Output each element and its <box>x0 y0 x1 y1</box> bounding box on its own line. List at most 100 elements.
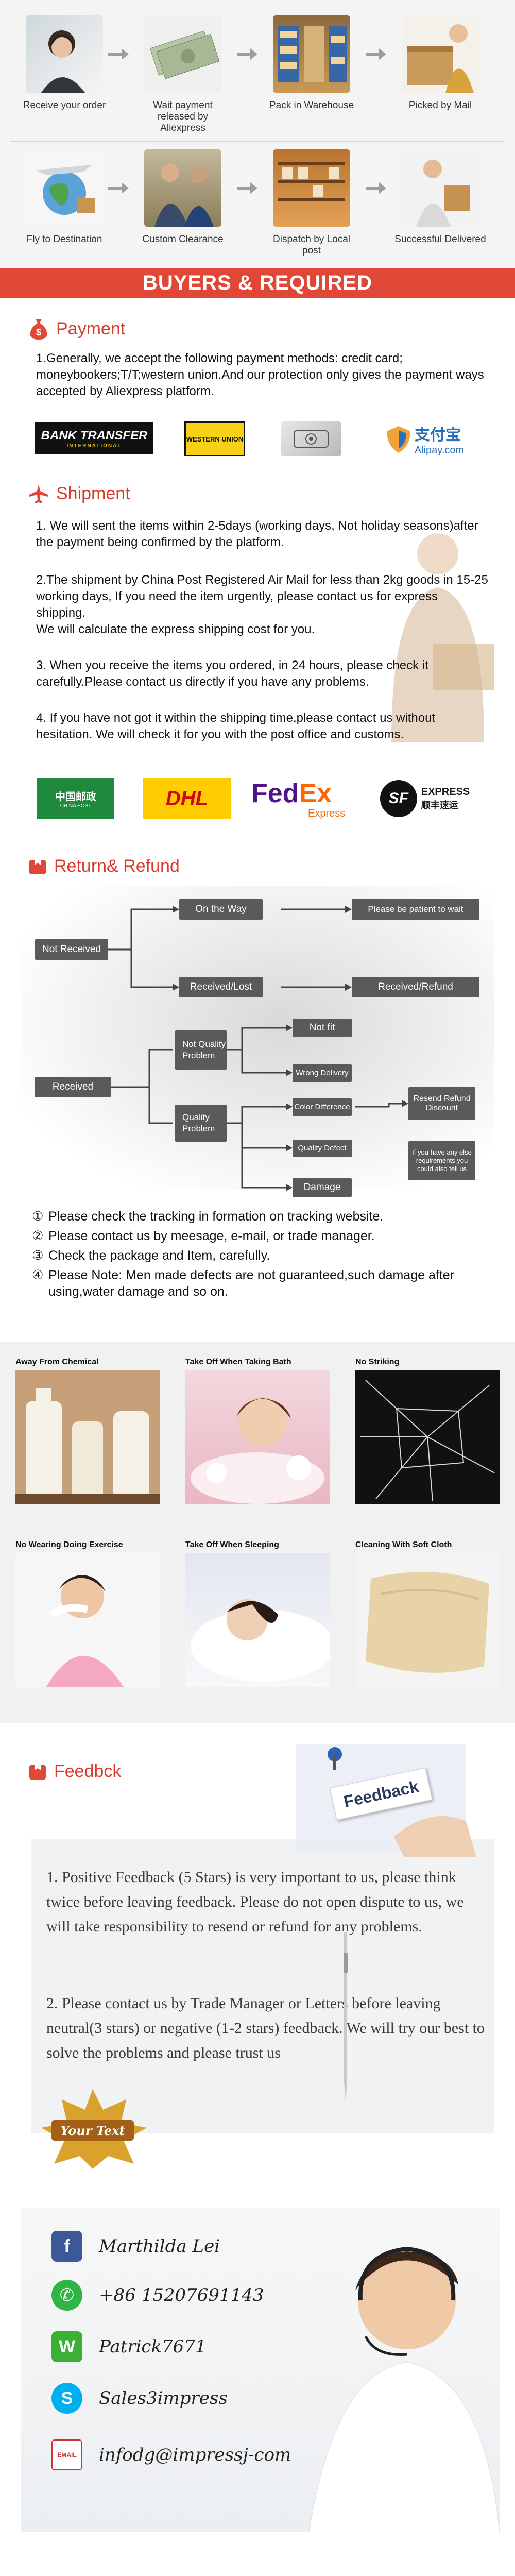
exercise-photo <box>15 1553 160 1687</box>
care-away-chemical: Away From Chemical <box>15 1358 160 1504</box>
step-pack-warehouse: Pack in Warehouse <box>263 15 360 111</box>
delivery-photo <box>402 149 479 227</box>
money-bag-icon: $ <box>30 319 47 340</box>
postman-photo <box>402 15 479 93</box>
contact-card: f Marthilda Lei ✆ +86 15207691143 W Patr… <box>21 2208 500 2532</box>
note-number: ④ <box>32 1268 44 1282</box>
process-steps: Receive your order Wait payment released… <box>0 0 515 273</box>
china-post-en: CHINA POST <box>60 803 92 809</box>
bank-transfer-sub: INTERNATIONAL <box>66 443 122 449</box>
node-color-difference: Color Difference <box>293 1098 352 1116</box>
delivery-man-figure <box>391 533 494 742</box>
money-bag-symbol: $ <box>36 327 41 337</box>
sf-express-logo: SF EXPRESS 顺丰速运 <box>373 778 476 819</box>
your-text-seal: Your Text <box>31 2084 154 2172</box>
care-soft-cloth: Cleaning With Soft Cloth <box>355 1540 500 1687</box>
broken-glass-photo <box>355 1370 500 1504</box>
node-quality-defect: Quality Defect <box>293 1140 352 1157</box>
payment-title: Payment <box>56 318 126 338</box>
node-not-fit: Not fit <box>293 1019 352 1037</box>
step-receive-order: Receive your order <box>15 15 113 111</box>
note-text: Please check the tracking in formation o… <box>48 1209 384 1224</box>
shipment-p3: 3. When you receive the items you ordere… <box>36 658 428 689</box>
node-other-requirements: If you have any else requirements you co… <box>408 1141 475 1180</box>
note-number: ③ <box>32 1248 44 1263</box>
feedback-title: Feedbck <box>54 1761 122 1781</box>
process-divider <box>10 141 505 142</box>
refund-heading: Return& Refund <box>28 854 180 878</box>
bank-transfer-main: BANK TRANSFER <box>41 428 148 443</box>
whatsapp-icon: ✆ <box>52 2280 82 2311</box>
fedex-ex: Ex <box>299 778 332 808</box>
contact-email: infodg@impressj-com <box>99 2445 291 2465</box>
node-resend-refund-discount: Resend Refund Discount <box>408 1087 475 1120</box>
skype-icon: S <box>52 2383 82 2414</box>
node-damage: Damage <box>293 1178 352 1197</box>
step-label: Picked by Mail <box>408 100 472 111</box>
alipay-shield-icon <box>386 426 410 453</box>
airplane-icon <box>29 484 48 503</box>
node-be-patient: Please be patient to wait <box>352 899 479 920</box>
warehouse-photo <box>273 15 350 93</box>
alipay-logo: 支付宝 Alipay.com <box>371 420 479 459</box>
bath-photo <box>185 1370 330 1504</box>
gold-star-seal-icon <box>41 2089 147 2169</box>
care-sleeping: Take Off When Sleeping <box>185 1540 330 1687</box>
step-custom-clearance: Custom Clearance <box>134 149 232 245</box>
contact-skype: Sales3impress <box>99 2388 228 2409</box>
buyers-required-banner: BUYERS & REQUIRED <box>0 268 515 298</box>
sf-cn: 顺丰速运 <box>421 800 458 810</box>
care-bath: Take Off When Taking Bath <box>185 1358 330 1504</box>
return-box-icon <box>29 860 46 874</box>
note-text: Check the package and Item, carefully. <box>48 1248 270 1263</box>
contact-row-wechat: W Patrick7671 <box>52 2331 207 2362</box>
arrow-right-icon <box>366 48 386 60</box>
shipment-heading: Shipment <box>28 482 130 505</box>
sf-en: EXPRESS <box>421 786 470 798</box>
cash-photo <box>144 15 221 93</box>
contact-row-whatsapp: ✆ +86 15207691143 <box>52 2280 264 2311</box>
fedex-fed: Fed <box>251 778 299 808</box>
care-caption: No Wearing Doing Exercise <box>15 1540 123 1549</box>
card-chip-icon <box>294 430 329 448</box>
credit-card-logo <box>281 421 341 456</box>
feedback-box-icon <box>29 1765 46 1780</box>
feedback-p1: 1. Positive Feedback (5 Stars) is very i… <box>46 1869 464 1935</box>
node-received-refund: Received/Refund <box>352 977 479 997</box>
feedback-p2: 2. Please contact us by Trade Manager or… <box>46 1995 485 2061</box>
care-caption: Cleaning With Soft Cloth <box>355 1540 452 1549</box>
china-post-cn: 中国邮政 <box>55 791 96 803</box>
seal-text: Your Text <box>60 2123 125 2138</box>
step-label: Receive your order <box>23 100 106 111</box>
process-row-2: Fly to Destination Custom Clearance Disp… <box>15 149 500 268</box>
node-on-the-way: On the Way <box>179 899 263 920</box>
alipay-cn: 支付宝 <box>414 427 461 444</box>
care-caption: Take Off When Taking Bath <box>185 1358 291 1366</box>
node-quality-problem: Quality Problem <box>175 1105 227 1142</box>
customs-photo <box>144 149 221 227</box>
facebook-icon: f <box>52 2231 82 2262</box>
soft-cloth-photo <box>355 1553 500 1687</box>
mail-sorting-photo <box>273 149 350 227</box>
shipment-p2: 2.The shipment by China Post Registered … <box>36 573 488 620</box>
support-agent-figure <box>308 2246 500 2532</box>
sf-badge: SF <box>380 780 417 817</box>
feedback-heading: Feedbck <box>28 1759 121 1783</box>
care-caption: Away From Chemical <box>15 1358 99 1366</box>
refund-flow-lines <box>108 906 408 1191</box>
contact-row-email: EMAIL infodg@impressj-com <box>52 2439 291 2470</box>
step-delivered: Successful Delivered <box>391 149 489 245</box>
care-no-striking: No Striking <box>355 1358 500 1504</box>
arrow-right-icon <box>108 48 129 60</box>
globe-plane-photo <box>26 149 103 227</box>
payment-text: 1.Generally, we accept the following pay… <box>36 351 484 398</box>
step-picked-mail: Picked by Mail <box>391 15 489 111</box>
step-label: Successful Delivered <box>394 234 486 245</box>
western-union-logo: WESTERN UNION <box>184 421 245 456</box>
node-not-quality-problem: Not Quality Problem <box>175 1030 227 1070</box>
care-caption: Take Off When Sleeping <box>185 1540 279 1549</box>
node-not-received: Not Received <box>35 939 108 960</box>
